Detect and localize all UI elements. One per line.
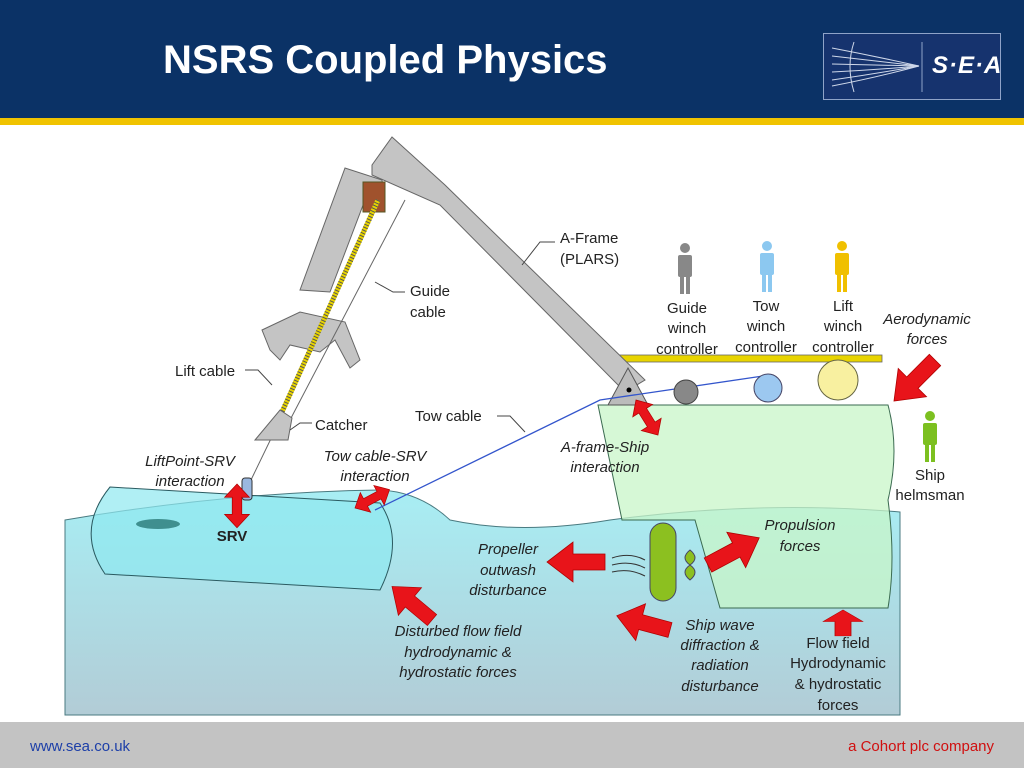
footer-bar: www.sea.co.uk a Cohort plc company: [0, 722, 1024, 768]
pivot-pin: [626, 387, 632, 393]
lift-winch-drum: [817, 359, 859, 401]
srv-sail: [136, 519, 180, 529]
label-a-frame: A-Frame(PLARS): [560, 230, 619, 268]
website-link[interactable]: www.sea.co.uk: [30, 738, 131, 755]
lift-controller-person-icon: [835, 241, 849, 292]
tow-controller-person-icon: [760, 241, 774, 292]
sea-logo: S·E·A: [823, 33, 1001, 100]
label-tow-cable: Tow cable: [415, 408, 482, 425]
outwash-streaks-icon: [611, 554, 646, 577]
header-stripe: [0, 118, 1024, 125]
lift-cable: [279, 198, 381, 414]
ship-hull: [597, 404, 895, 609]
guide-controller-person-icon: [678, 243, 692, 294]
srv-vehicle: [90, 486, 393, 591]
tow-winch-drum: [753, 373, 783, 403]
company-tagline: a Cohort plc company: [848, 738, 994, 755]
aerodynamic-force-arrow: [879, 345, 950, 416]
a-frame-pivot: [607, 366, 649, 406]
catcher: [253, 409, 293, 441]
page-title: NSRS Coupled Physics: [163, 38, 608, 82]
leader-lines: [245, 241, 555, 433]
label-srv: SRV: [217, 528, 248, 545]
propeller-blades-icon: [684, 549, 696, 581]
latch-mechanism: [261, 311, 361, 369]
label-lift-cable: Lift cable: [175, 363, 235, 380]
logo-text: S·E·A: [932, 52, 1003, 79]
helmsman-person-icon: [923, 411, 937, 462]
propeller-hub: [649, 522, 677, 602]
label-catcher: Catcher: [315, 417, 368, 434]
logo-rays-icon: [831, 41, 923, 93]
guide-cable: [289, 199, 406, 421]
tow-cable: [374, 374, 771, 511]
guide-winch-drum: [673, 379, 699, 405]
